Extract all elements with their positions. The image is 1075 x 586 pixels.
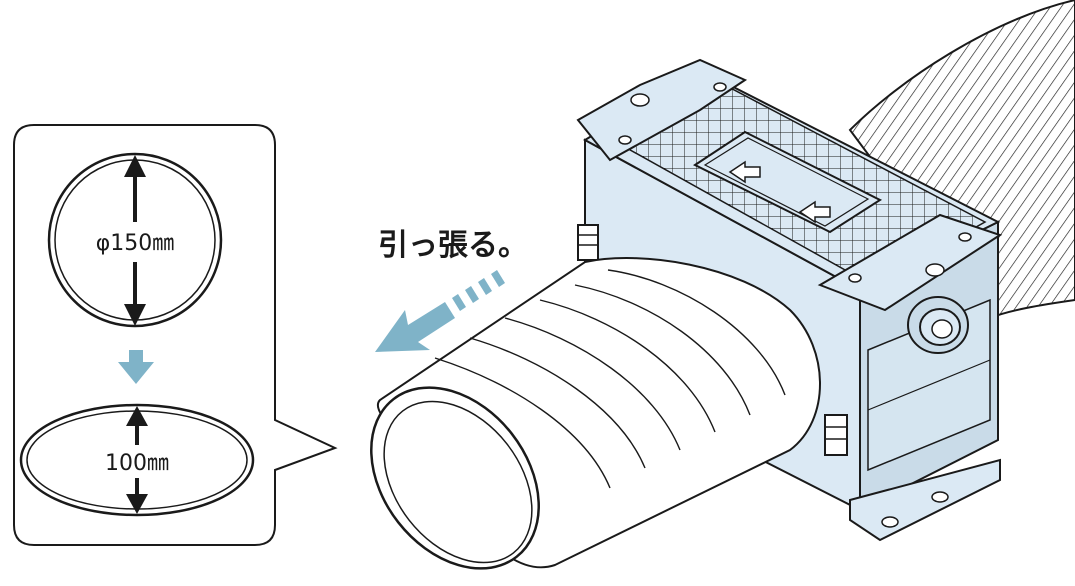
down-arrow-icon (118, 350, 154, 384)
flexible-duct (848, 0, 1075, 320)
double-arrow-icon (126, 406, 148, 514)
double-arrow-icon (124, 155, 146, 326)
oval-height-label: 100㎜ (105, 451, 169, 476)
pull-direction-arrow-icon (375, 270, 505, 352)
top-arrow-icon (728, 160, 761, 184)
oval-duct (370, 257, 821, 570)
top-arrow-icon (798, 200, 831, 224)
round-port (907, 296, 969, 354)
pull-instruction: 引っ張る。 (378, 228, 528, 263)
size-callout: φ150㎜ 100㎜ (13, 124, 338, 546)
round-diameter-label: φ150㎜ (96, 231, 175, 256)
